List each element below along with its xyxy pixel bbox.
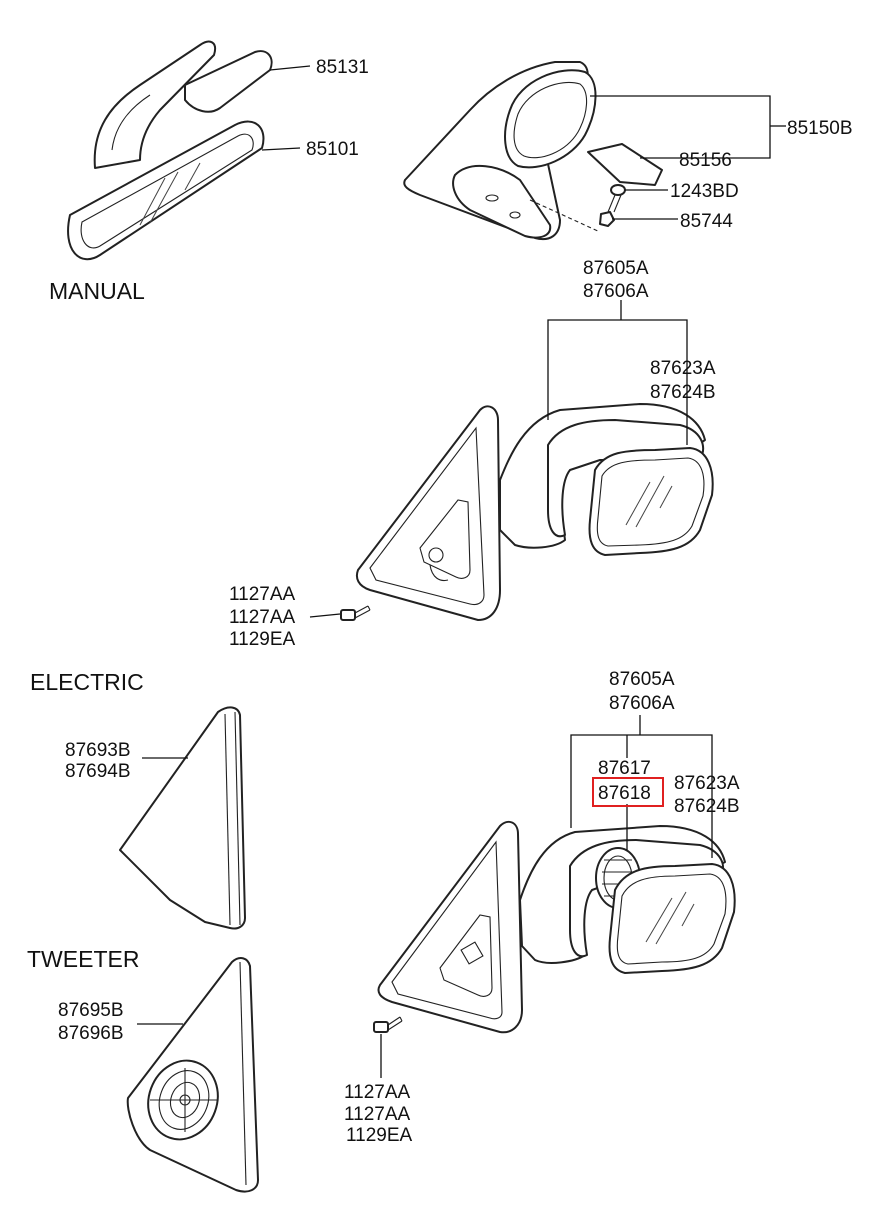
cover-87693B bbox=[119, 706, 246, 930]
label-85150B: 85150B bbox=[787, 118, 853, 139]
label-m-87606A: 87606A bbox=[583, 281, 649, 302]
label-e-87624B: 87624B bbox=[674, 796, 740, 817]
label-85156: 85156 bbox=[679, 150, 732, 171]
label-e-87606A: 87606A bbox=[609, 693, 675, 714]
bolt-electric bbox=[373, 1016, 403, 1033]
label-85101: 85101 bbox=[306, 139, 359, 160]
label-m-87623A: 87623A bbox=[650, 358, 716, 379]
label-m-1127AA-b: 1127AA bbox=[229, 607, 296, 628]
leaders-85150B bbox=[590, 95, 786, 220]
interior-mirror-85101 bbox=[67, 40, 273, 261]
label-87693B: 87693B bbox=[65, 740, 131, 761]
label-e-87623A: 87623A bbox=[674, 773, 740, 794]
leaders-interior bbox=[261, 65, 311, 151]
label-m-87605A: 87605A bbox=[583, 258, 649, 279]
manual-door-mirror bbox=[340, 403, 714, 621]
section-manual: MANUAL bbox=[49, 278, 145, 304]
label-e-87618: 87618 bbox=[598, 783, 651, 804]
label-e-87617: 87617 bbox=[598, 758, 651, 779]
label-1243BD: 1243BD bbox=[670, 181, 739, 202]
section-electric: ELECTRIC bbox=[30, 669, 144, 695]
label-m-1129EA: 1129EA bbox=[229, 629, 296, 650]
label-87696B: 87696B bbox=[58, 1023, 124, 1044]
label-85131: 85131 bbox=[316, 57, 369, 78]
leaders-manual-door-mirror bbox=[309, 300, 688, 618]
label-87694B: 87694B bbox=[65, 761, 131, 782]
nut-85744 bbox=[599, 211, 615, 227]
label-e-1129EA: 1129EA bbox=[346, 1125, 413, 1146]
label-85744: 85744 bbox=[680, 211, 733, 232]
label-e-1127AA-b: 1127AA bbox=[344, 1104, 411, 1125]
label-m-87624B: 87624B bbox=[650, 382, 716, 403]
highlight-87618 bbox=[592, 777, 664, 807]
leaders-electric-door-mirror bbox=[380, 715, 713, 1078]
label-e-1127AA-a: 1127AA bbox=[344, 1082, 411, 1103]
tweeter-87695B bbox=[126, 957, 259, 1193]
exterior-mirror-85150B bbox=[403, 61, 663, 240]
screw-1243BD bbox=[607, 184, 626, 213]
bolt-manual bbox=[340, 605, 371, 621]
section-tweeter: TWEETER bbox=[27, 946, 139, 972]
label-e-87605A: 87605A bbox=[609, 669, 675, 690]
label-m-1127AA-a: 1127AA bbox=[229, 584, 296, 605]
label-87695B: 87695B bbox=[58, 1000, 124, 1021]
electric-door-mirror bbox=[373, 820, 736, 1034]
